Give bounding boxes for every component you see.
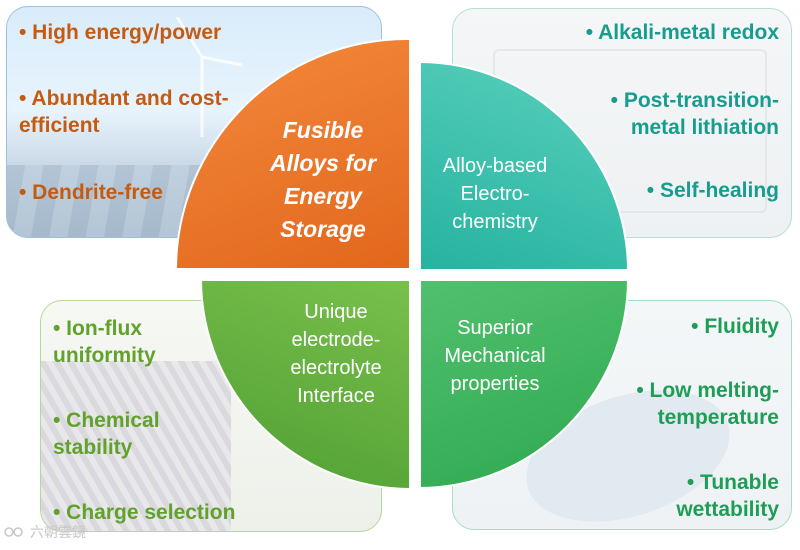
watermark-text: 六朝雲鏡: [29, 524, 86, 540]
quadrant-label-top-right: Alloy-based Electro- chemistry: [442, 155, 548, 233]
list-item: • Tunable wettability: [676, 471, 779, 521]
list-item: • Low melting- temperature: [636, 379, 779, 429]
watermark-logo-icon: [4, 527, 23, 537]
electrode-structure-illustration: [41, 361, 231, 531]
list-item: • Ion-flux uniformity: [53, 317, 156, 367]
list-item: • Abundant and cost- efficient: [19, 87, 229, 137]
center-title: Fusible Alloys for Energy Storage: [269, 117, 377, 242]
quadrant-label-bottom-left: Unique electrode- electrolyte Interface: [290, 301, 382, 407]
wind-turbine-icon: [175, 17, 243, 137]
list-item: • Chemical stability: [53, 409, 160, 459]
list-item: • Dendrite-free: [19, 181, 163, 204]
list-item: • High energy/power: [19, 21, 222, 44]
list-item: • Post-transition- metal lithiation: [610, 89, 779, 139]
watermark: 六朝雲鏡: [4, 522, 86, 542]
list-item: • Charge selection: [53, 501, 236, 524]
list-item: • Fluidity: [691, 315, 779, 338]
list-item: • Self-healing: [646, 179, 779, 202]
quadrant-label-bottom-right: Superior Mechanical properties: [444, 317, 546, 395]
list-item: • Alkali-metal redox: [585, 21, 779, 44]
